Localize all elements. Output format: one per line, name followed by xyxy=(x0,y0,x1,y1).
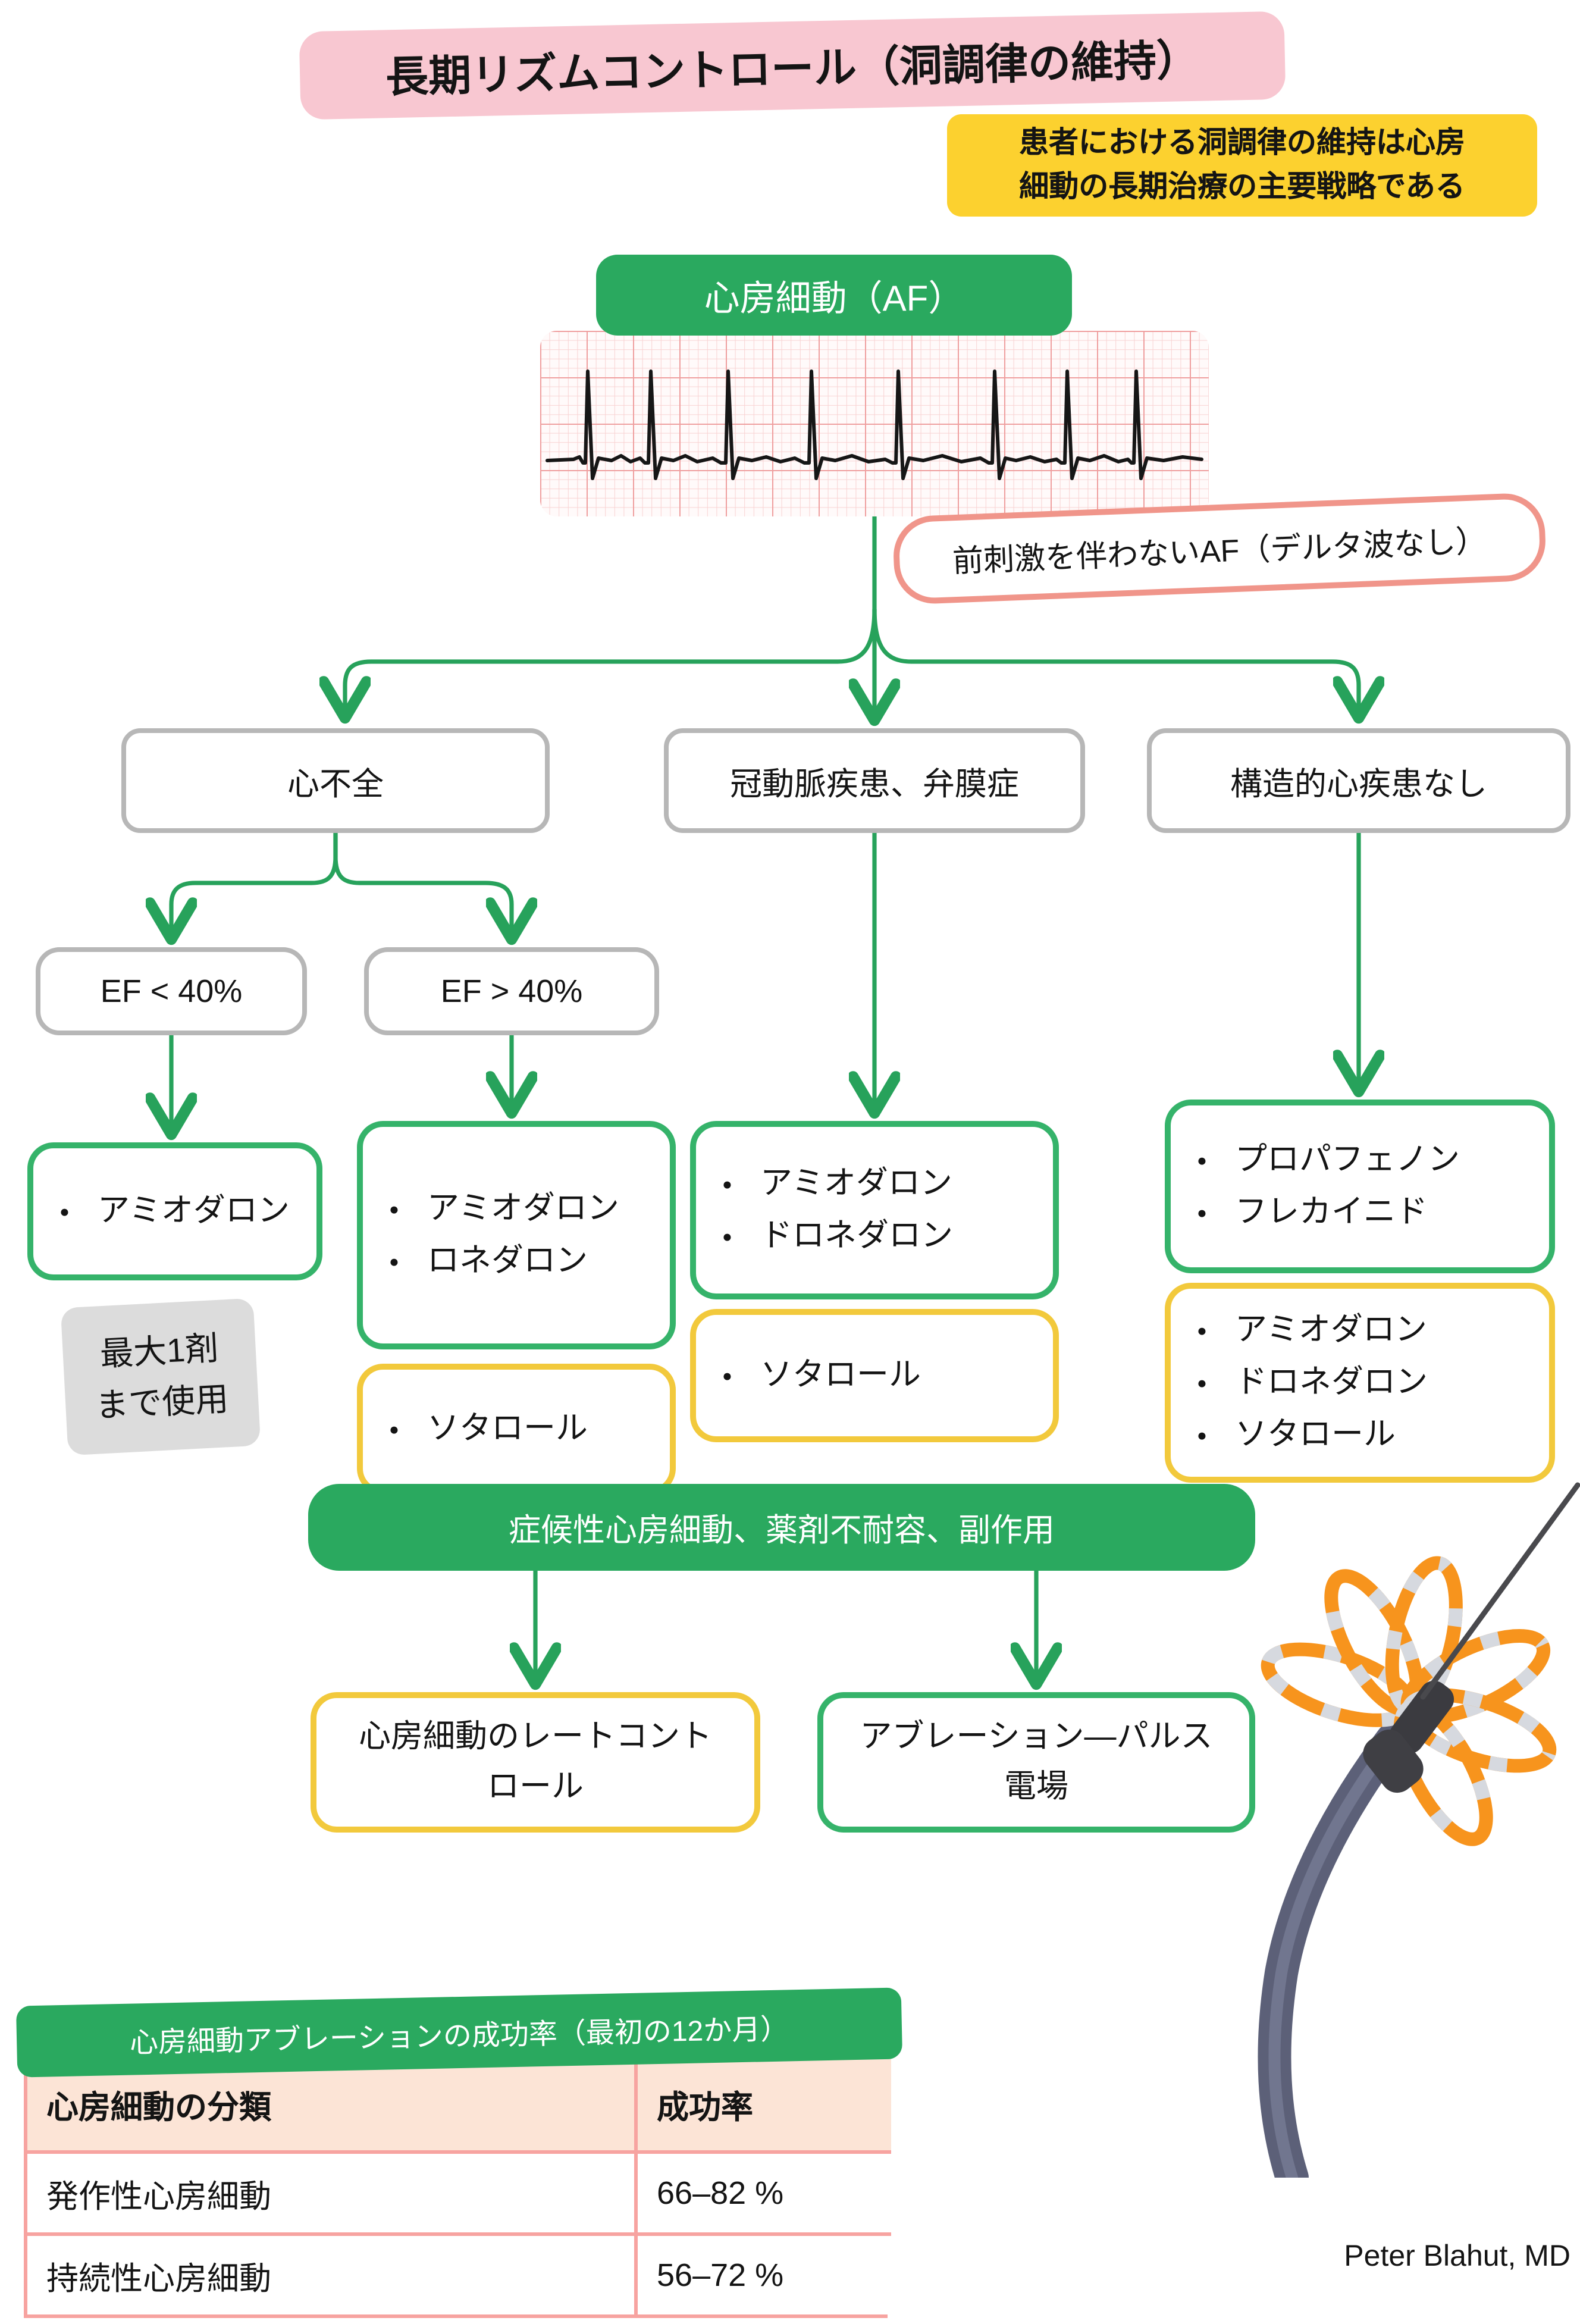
drugs-hf-low-ef: アミオダロン xyxy=(27,1142,322,1280)
pfa-catheter-illustration xyxy=(1258,1482,1580,2178)
af-header: 心房細動（AF） xyxy=(596,255,1072,336)
ablation-line2: 電場 xyxy=(1004,1768,1068,1804)
drugs-cad-green: アミオダロン ドロネダロン xyxy=(690,1121,1059,1299)
drugs-hf-high-ef-yellow: ソタロール xyxy=(357,1364,676,1495)
drug-item: アミオダロン xyxy=(1187,1305,1428,1357)
max-one-drug-note: 最大1剤 まで使用 xyxy=(60,1298,261,1456)
table-cell: 56–72 % xyxy=(638,2236,891,2314)
drug-item: ドロネダロン xyxy=(1187,1357,1428,1408)
drugs-cad-yellow: ソタロール xyxy=(690,1309,1059,1442)
max-one-drug-note-line2: まで使用 xyxy=(94,1380,230,1424)
drug-item: プロパフェノン xyxy=(1187,1135,1460,1186)
table-header-success-rate: 成功率 xyxy=(638,2057,891,2154)
drug-item: ロネダロン xyxy=(380,1235,619,1287)
rate-control-line1: 心房細動のレートコント xyxy=(359,1718,712,1755)
node-ef-below-40: EF < 40% xyxy=(36,947,307,1035)
branch-heart-failure: 心不全 xyxy=(121,728,550,833)
table-cell: 発作性心房細動 xyxy=(27,2154,638,2236)
author-credit: Peter Blahut, MD xyxy=(1344,2240,1570,2273)
max-one-drug-note-line1: 最大1剤 xyxy=(99,1329,220,1373)
escalation-banner: 症候性心房細動、薬剤不耐容、副作用 xyxy=(308,1484,1255,1571)
drugs-no-structural-yellow: アミオダロン ドロネダロン ソタロール xyxy=(1165,1283,1555,1483)
success-table: 心房細動の分類 成功率 発作性心房細動 66–82 % 持続性心房細動 56–7… xyxy=(24,2054,891,2318)
drug-item: ソタロール xyxy=(380,1403,588,1455)
drug-item: アミオダロン xyxy=(713,1158,953,1210)
catheter-splines xyxy=(1261,1556,1557,1846)
connector-af-to-hf xyxy=(345,607,877,712)
strategy-note-line1: 患者における洞調律の維持は心房 xyxy=(1018,126,1465,159)
branch-no-structural: 構造的心疾患なし xyxy=(1147,728,1570,833)
ecg-trace xyxy=(546,369,1203,480)
connector-hf-to-eflow xyxy=(171,831,338,933)
outcome-rate-control: 心房細動のレートコント ロール xyxy=(311,1692,760,1833)
node-ef-above-40: EF > 40% xyxy=(364,947,659,1035)
drug-item: ドロネダロン xyxy=(713,1210,953,1262)
drug-item: アミオダロン xyxy=(380,1183,619,1235)
rate-control-line2: ロール xyxy=(487,1768,584,1804)
drug-item: ソタロール xyxy=(713,1349,921,1401)
ecg-strip xyxy=(540,331,1209,516)
drug-item: ソタロール xyxy=(1187,1409,1428,1461)
outcome-ablation: アブレーション—パルス 電場 xyxy=(817,1692,1255,1833)
table-cell: 66–82 % xyxy=(638,2154,891,2236)
drugs-hf-high-ef-green: アミオダロン ロネダロン xyxy=(357,1121,676,1349)
ecg-graphic xyxy=(540,331,1209,516)
drug-item: フレカイニド xyxy=(1187,1186,1460,1238)
catheter-shaft xyxy=(1258,1723,1409,2178)
connector-af-to-nsh xyxy=(872,607,1359,712)
catheter-guidewire xyxy=(1420,1482,1580,1700)
strategy-note-line2: 細動の長期治療の主要戦略である xyxy=(1019,170,1465,203)
catheter-hub xyxy=(1389,1680,1454,1754)
drugs-no-structural-green: プロパフェノン フレカイニド xyxy=(1165,1100,1555,1273)
drug-item: アミオダロン xyxy=(50,1185,290,1237)
branch-cad-valvular: 冠動脈疾患、弁膜症 xyxy=(664,728,1085,833)
table-cell: 持続性心房細動 xyxy=(27,2236,638,2314)
connector-hf-to-efhigh xyxy=(333,831,512,933)
strategy-note: 患者における洞調律の維持は心房 細動の長期治療の主要戦略である xyxy=(947,114,1537,217)
ablation-line1: アブレーション—パルス xyxy=(860,1718,1213,1755)
